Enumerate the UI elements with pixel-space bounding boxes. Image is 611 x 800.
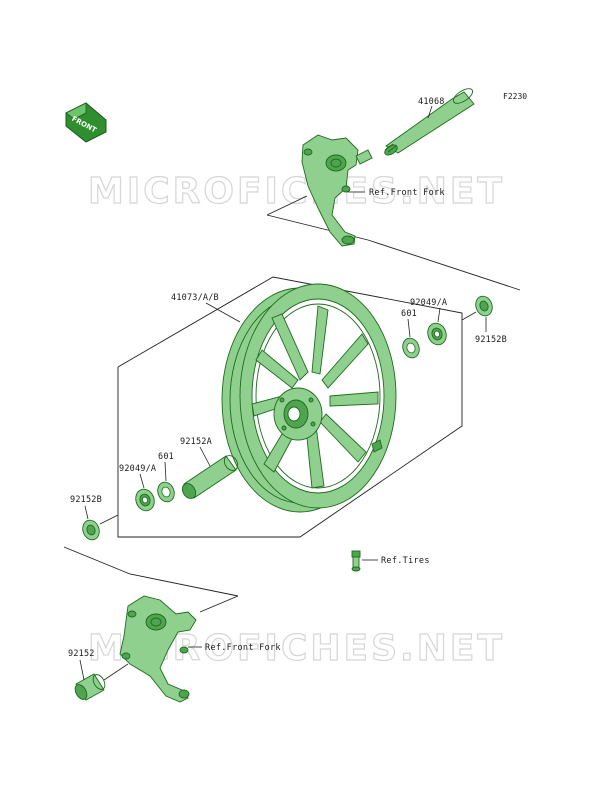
wheel-part bbox=[221, 283, 397, 513]
collar-left bbox=[82, 519, 100, 541]
valve-part bbox=[351, 550, 361, 572]
leader-lower-axle bbox=[103, 663, 129, 681]
axle-part bbox=[384, 88, 475, 156]
front-arrow-icon: FRONT bbox=[65, 102, 107, 143]
label-collar-right: 92152B bbox=[475, 335, 507, 345]
leader-collar-lower bbox=[79, 659, 85, 681]
wheel-assembly-frame bbox=[117, 276, 463, 538]
leader-collar-left bbox=[84, 505, 89, 520]
label-wheel: 41073/A/B bbox=[171, 293, 219, 303]
label-spacer-center: 92152A bbox=[180, 437, 212, 447]
upper-frame-line-c bbox=[367, 239, 521, 291]
upper-frame-line-a bbox=[266, 195, 308, 216]
label-axle: 41068 bbox=[418, 97, 445, 107]
bearing-left bbox=[135, 488, 155, 512]
seal-left bbox=[157, 481, 175, 503]
fork-bottom-lower bbox=[119, 595, 197, 703]
fork-bottom-upper bbox=[301, 134, 373, 247]
lower-frame-line-a bbox=[63, 546, 239, 597]
seal-right bbox=[402, 337, 420, 359]
bearing-right bbox=[427, 322, 447, 346]
figure-code: F2230 bbox=[503, 92, 527, 101]
leader-spacer-center bbox=[199, 446, 211, 467]
leader-bearing-right bbox=[437, 307, 441, 323]
label-collar-left: 92152B bbox=[70, 495, 102, 505]
label-bearing-left: 92049/A bbox=[119, 464, 156, 474]
label-bearing-right: 92049/A bbox=[410, 298, 447, 308]
leader-wheel bbox=[205, 302, 241, 323]
leader-axle bbox=[427, 105, 433, 119]
label-collar-lower: 92152 bbox=[68, 649, 95, 659]
ref-front-fork-lower: Ref.Front Fork bbox=[205, 643, 281, 653]
collar-lower bbox=[74, 673, 106, 701]
leader-seal-left bbox=[164, 461, 167, 482]
lower-frame-line-b bbox=[199, 595, 239, 613]
label-seal-right: 601 bbox=[401, 309, 417, 319]
leader-bearing-left bbox=[139, 473, 145, 489]
label-seal-left: 601 bbox=[158, 452, 174, 462]
leader-seal-right bbox=[407, 318, 411, 338]
spacer-center bbox=[181, 455, 239, 499]
ref-tires: Ref.Tires bbox=[381, 556, 430, 566]
leader-center-left bbox=[99, 514, 119, 525]
leader-center-right bbox=[461, 311, 477, 321]
watermark-upper: MICROFICHES.NET bbox=[88, 171, 505, 212]
collar-right bbox=[475, 295, 493, 317]
ref-front-fork-upper: Ref.Front Fork bbox=[369, 188, 445, 198]
